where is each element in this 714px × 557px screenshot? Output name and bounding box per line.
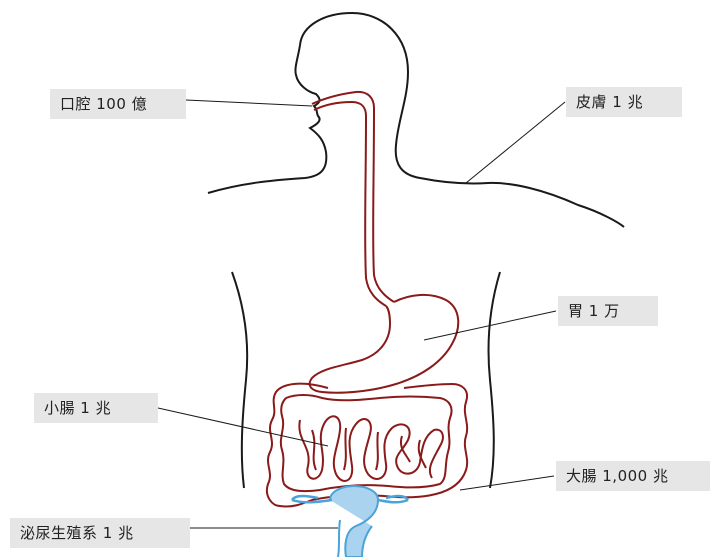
leader-line-mouth (186, 100, 312, 106)
torso-left-outline (232, 272, 247, 488)
label-small-intestine: 小腸 1 兆 (34, 393, 158, 423)
small-intestine (299, 416, 443, 481)
leader-lines (158, 100, 565, 528)
urethra (338, 520, 340, 557)
head-outline (208, 13, 624, 227)
oral-cavity (312, 92, 374, 108)
stomach (310, 295, 459, 393)
leader-line-skin (466, 102, 565, 183)
esophagus-left (365, 116, 386, 306)
label-large-intestine: 大腸 1,000 兆 (556, 461, 710, 491)
urogenital-right-duct (378, 496, 408, 502)
label-stomach: 胃 1 万 (558, 296, 658, 326)
leader-line-large-intestine (460, 476, 554, 490)
oral-cavity-floor (314, 102, 366, 116)
large-intestine-inner (281, 395, 452, 491)
bladder (330, 486, 378, 557)
label-skin: 皮膚 1 兆 (566, 87, 682, 117)
label-urogenital: 泌尿生殖系 1 兆 (10, 518, 190, 548)
label-mouth: 口腔 100 億 (50, 89, 186, 119)
urogenital-system (292, 486, 408, 557)
esophagus-right (373, 108, 394, 302)
digestive-tract (267, 92, 467, 507)
torso-right-outline (488, 272, 500, 488)
